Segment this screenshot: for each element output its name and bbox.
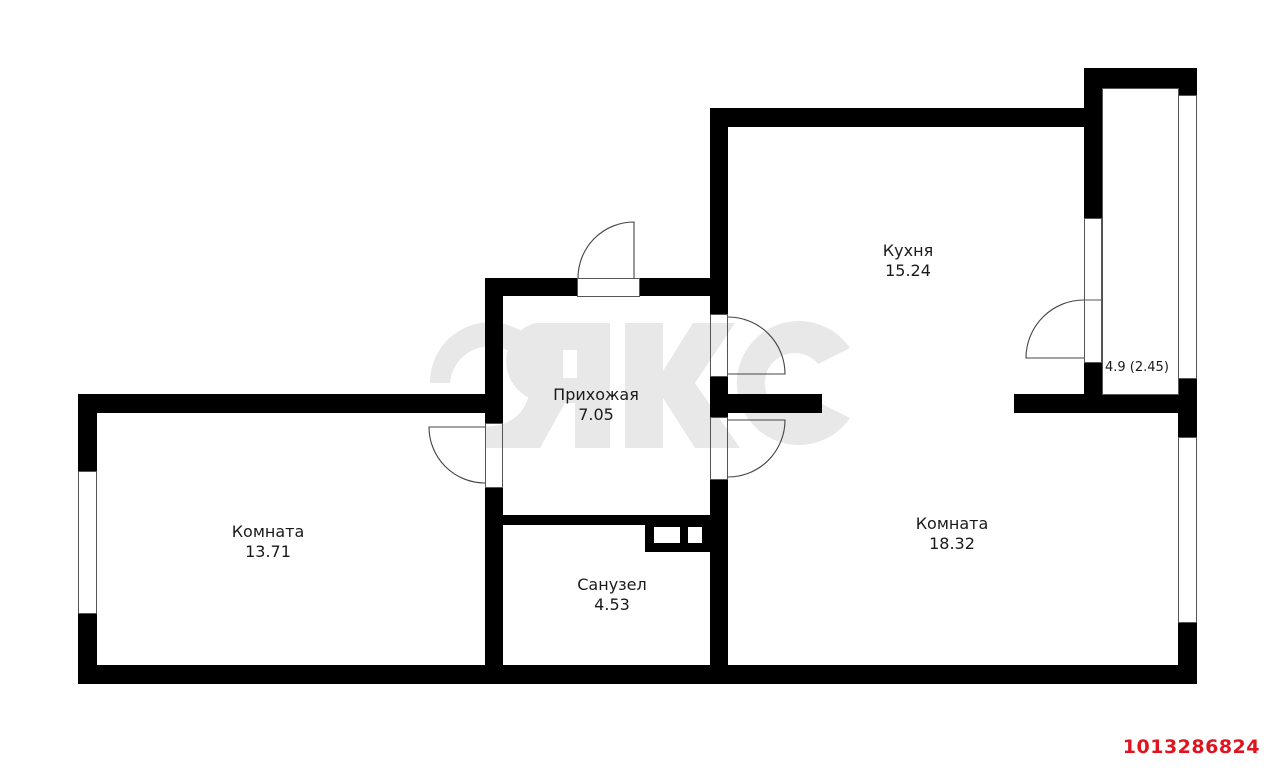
balcony-area-label: 4.9 (2.45) [1105,360,1169,375]
kitchen-door-frame [710,314,728,377]
balcony-right-wall-top [1178,68,1197,95]
front-door-swing-icon [577,221,635,279]
left-room-left-wall-upper [78,394,97,471]
partition-right [1014,394,1197,413]
room-right-wall-upper [1178,378,1197,437]
left-room-window [78,471,97,614]
hall-left-wall-upper [485,278,503,423]
room-area: 15.24 [885,261,931,280]
balcony-top-wall [1084,68,1197,88]
balcony-door-frame [1084,218,1102,363]
room-area: 13.71 [245,542,291,561]
room-name: Прихожая [553,385,639,404]
room-name: Комната [915,514,989,533]
room-door-swing-icon [727,419,786,478]
hall-left-wall-lower [485,488,503,684]
hall-top-wall-right [640,278,728,296]
room-area: 4.53 [594,595,630,614]
partition-left-stub [710,394,822,413]
kitchen-top-wall [710,108,1102,127]
listing-id: 1013286824 [1122,736,1260,758]
bottom-wall [78,665,1197,684]
front-door-frame [577,278,640,297]
balcony-door-swing-icon [1025,299,1085,359]
room-label-hallway: Прихожая 7.05 [553,385,639,425]
watermark-logo [429,321,850,448]
room-area: 7.05 [578,405,614,424]
hall-right-wall-bottom [710,479,728,684]
room-label-kitchen: Кухня 15.24 [883,241,933,281]
room-door-frame [710,417,728,480]
hall-right-wall-top [710,108,728,314]
room-label-bathroom: Санузел 4.53 [577,575,646,615]
door-swings [428,221,1085,484]
left-room-door-swing-icon [428,426,486,484]
thin-lines [78,88,1197,623]
balcony-outline [1102,88,1179,395]
room-area: 18.32 [929,534,975,553]
room-label-left-room: Комната 13.71 [232,522,305,562]
room-label-big-room: Комната 18.32 [916,514,989,554]
walls [78,68,1197,684]
room-right-wall-lower [1178,622,1197,684]
kitchen-door-swing-icon [727,316,786,375]
room-name: Санузел [577,575,647,594]
balcony-window [1178,95,1197,379]
balcony-wall-upper [1084,68,1102,218]
bathroom-top-wall [503,515,710,525]
room-name: Кухня [882,241,934,260]
left-room-top-wall [78,394,503,413]
room-right-window [1178,437,1197,623]
vent-holes [654,527,702,543]
hall-top-wall-left [485,278,577,296]
room-name: Комната [231,522,305,541]
left-room-door-frame [485,423,503,488]
